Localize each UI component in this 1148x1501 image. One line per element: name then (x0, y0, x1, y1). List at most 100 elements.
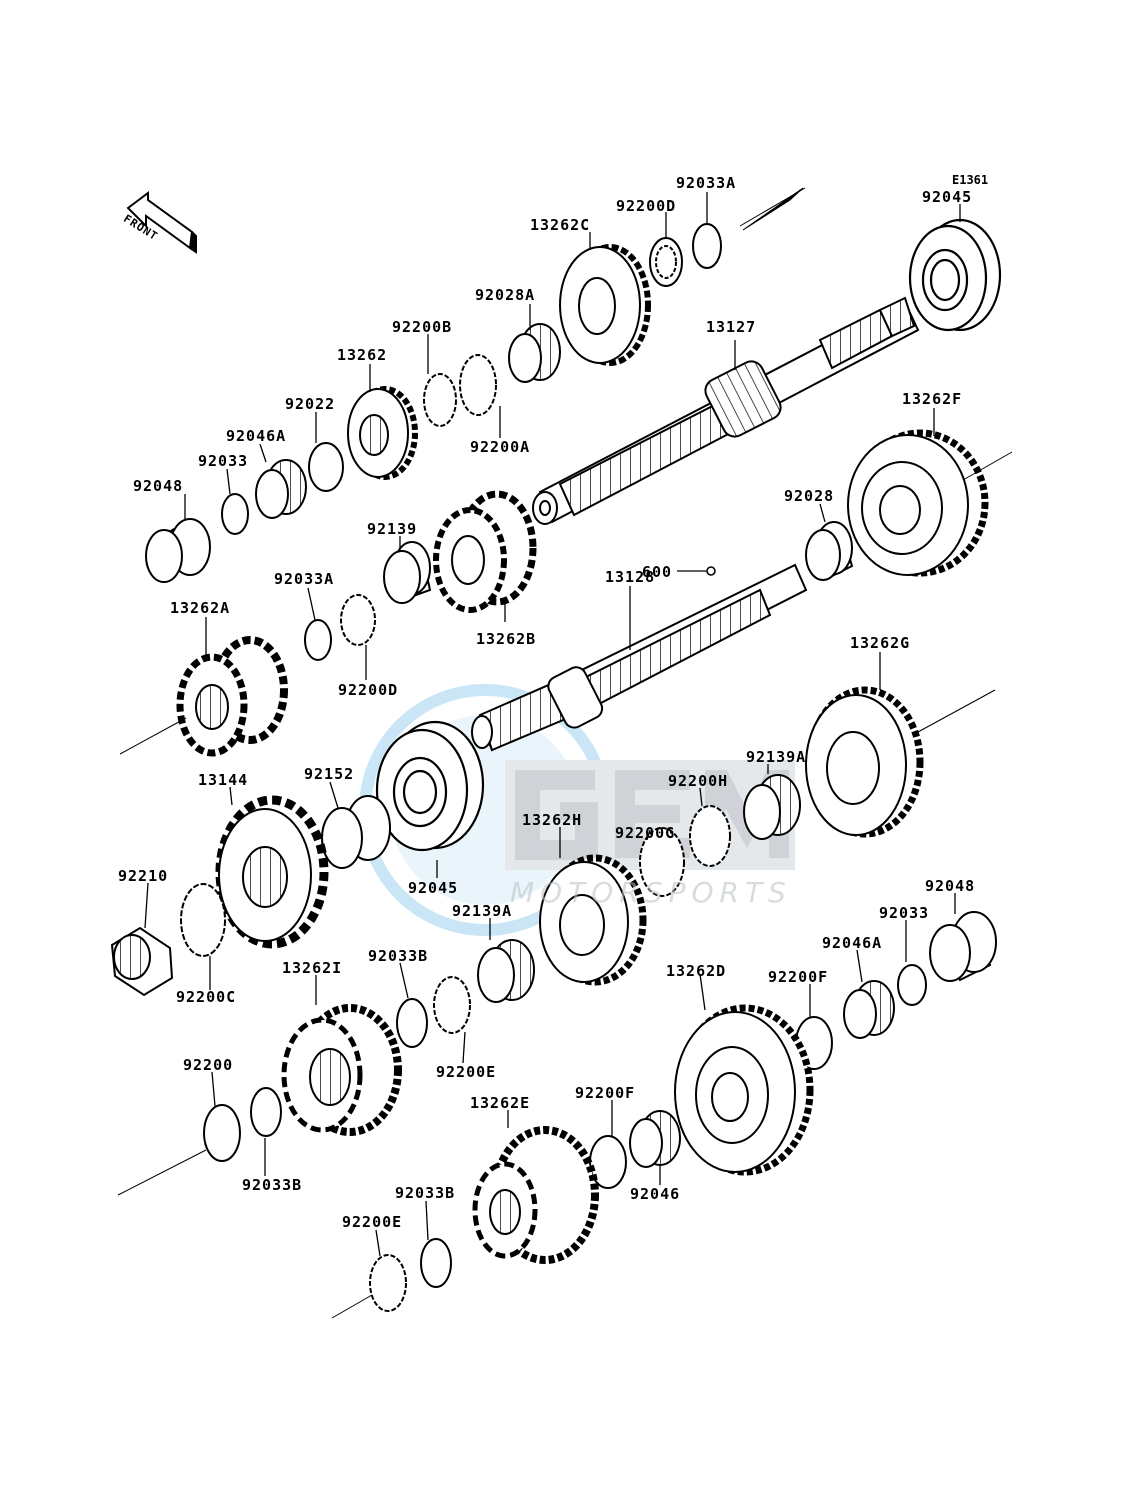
sprocket-13144 (215, 795, 329, 949)
gear-13262D (674, 1004, 814, 1176)
part-label-13262G[interactable]: 13262G (850, 634, 911, 652)
collar-92048-left (145, 518, 211, 583)
washer-92200E-bottom (369, 1254, 407, 1312)
gear-13262C (559, 244, 651, 366)
washer-92200H (689, 805, 731, 867)
part-label-92139A-right[interactable]: 92139A (746, 748, 807, 766)
needle-bearing-92139A-right (743, 774, 801, 840)
washer-92022 (308, 442, 344, 492)
part-label-92046[interactable]: 92046 (630, 1185, 681, 1203)
part-600-dot (706, 566, 716, 576)
washer-92200D-mid (340, 594, 376, 646)
front-arrow-icon (126, 191, 197, 254)
part-label-13144[interactable]: 13144 (198, 771, 249, 789)
part-label-92210[interactable]: 92210 (118, 867, 169, 885)
part-label-92033B-bottom[interactable]: 92033B (395, 1184, 456, 1202)
part-label-92046A-right[interactable]: 92046A (822, 934, 883, 952)
part-label-92200E-bottom[interactable]: 92200E (342, 1213, 403, 1231)
part-label-92152[interactable]: 92152 (304, 765, 355, 783)
nut-92210 (110, 926, 174, 997)
part-label-92139A-mid[interactable]: 92139A (452, 902, 513, 920)
gear-13262B (433, 490, 537, 613)
collar-92048-right (929, 911, 997, 982)
part-label-92045-top[interactable]: 92045 (922, 188, 973, 206)
leader-lines (144, 192, 961, 1257)
part-label-13262F[interactable]: 13262F (902, 390, 963, 408)
gear-13262G (805, 686, 924, 838)
collar-92152 (321, 795, 391, 869)
part-label-13127[interactable]: 13127 (706, 318, 757, 336)
part-label-13128[interactable]: 13128 (605, 568, 656, 586)
part-label-92200B[interactable]: 92200B (392, 318, 453, 336)
part-label-600[interactable]: 600 (642, 563, 673, 581)
part-label-92139[interactable]: 92139 (367, 520, 418, 538)
part-label-92200F-right[interactable]: 92200F (768, 968, 829, 986)
part-label-92200H[interactable]: 92200H (668, 772, 729, 790)
part-label-92200D-mid[interactable]: 92200D (338, 681, 399, 699)
washer-92200B (423, 373, 457, 427)
part-label-13262B[interactable]: 13262B (476, 630, 537, 648)
bushing-92028 (805, 521, 854, 581)
washer-92200D-top (649, 237, 683, 287)
part-label-92028A[interactable]: 92028A (475, 286, 536, 304)
part-label-92022[interactable]: 92022 (285, 395, 336, 413)
needle-bearing-92139A-mid (477, 939, 535, 1003)
part-label-92028[interactable]: 92028 (784, 487, 835, 505)
washer-92200A (459, 354, 497, 416)
washer-92200E-mid (433, 976, 471, 1034)
part-label-13262C[interactable]: 13262C (530, 216, 591, 234)
circlip-92033A-top (692, 223, 722, 269)
part-label-92033-left[interactable]: 92033 (198, 452, 249, 470)
part-label-92033B-mid[interactable]: 92033B (368, 947, 429, 965)
part-label-92200F-mid[interactable]: 92200F (575, 1084, 636, 1102)
part-label-92033-right[interactable]: 92033 (879, 904, 930, 922)
gear-13262H (539, 854, 647, 986)
part-label-92200D-top[interactable]: 92200D (616, 197, 677, 215)
part-label-92200[interactable]: 92200 (183, 1056, 234, 1074)
watermark-subtext: MOTORSPORTS (510, 876, 792, 909)
part-label-13262D[interactable]: 13262D (666, 962, 727, 980)
part-label-92033B-left[interactable]: 92033B (242, 1176, 303, 1194)
circlip-92033B-left (250, 1087, 282, 1137)
circlip-92033-right (897, 964, 927, 1006)
gear-13262F (847, 429, 989, 577)
shaft-13128 (471, 563, 808, 752)
reference-code: E1361 (952, 173, 989, 187)
part-label-92033A-mid[interactable]: 92033A (274, 570, 335, 588)
needle-bearing-92046A-right (843, 980, 895, 1039)
part-label-13262A[interactable]: 13262A (170, 599, 231, 617)
part-label-92046A-left[interactable]: 92046A (226, 427, 287, 445)
circlip-92033A-mid (304, 619, 332, 661)
washer-92200G (639, 827, 685, 897)
circlip-92033-left (221, 493, 249, 535)
part-label-92200E-mid[interactable]: 92200E (436, 1063, 497, 1081)
bearing-92045-mid (375, 720, 485, 852)
part-label-92200C[interactable]: 92200C (176, 988, 237, 1006)
part-label-13262I[interactable]: 13262I (282, 959, 343, 977)
gear-13262 (347, 386, 418, 480)
needle-bearing-92028A (508, 323, 561, 383)
part-label-92048-left[interactable]: 92048 (133, 477, 184, 495)
bushing-92139 (383, 541, 432, 604)
needle-bearing-92046 (629, 1110, 681, 1168)
part-label-92048-right[interactable]: 92048 (925, 877, 976, 895)
part-label-13262[interactable]: 13262 (337, 346, 388, 364)
part-label-13262H[interactable]: 13262H (522, 811, 583, 829)
part-label-92033A-top[interactable]: 92033A (676, 174, 737, 192)
bearing-92045-top (908, 218, 1002, 332)
shaft-13127 (532, 296, 920, 525)
washer-92200C (180, 883, 226, 957)
part-label-92045-mid[interactable]: 92045 (408, 879, 459, 897)
gear-13262I (281, 1004, 402, 1136)
circlip-92033B-mid (396, 998, 428, 1048)
circlip-92033B-bottom (420, 1238, 452, 1288)
gear-13262E (472, 1126, 599, 1264)
gear-13262A (176, 636, 288, 757)
washer-92200 (203, 1104, 241, 1162)
needle-bearing-92046A-left (255, 459, 307, 519)
part-label-92200G[interactable]: 92200G (615, 824, 676, 842)
part-label-92200A[interactable]: 92200A (470, 438, 531, 456)
part-label-13262E[interactable]: 13262E (470, 1094, 531, 1112)
